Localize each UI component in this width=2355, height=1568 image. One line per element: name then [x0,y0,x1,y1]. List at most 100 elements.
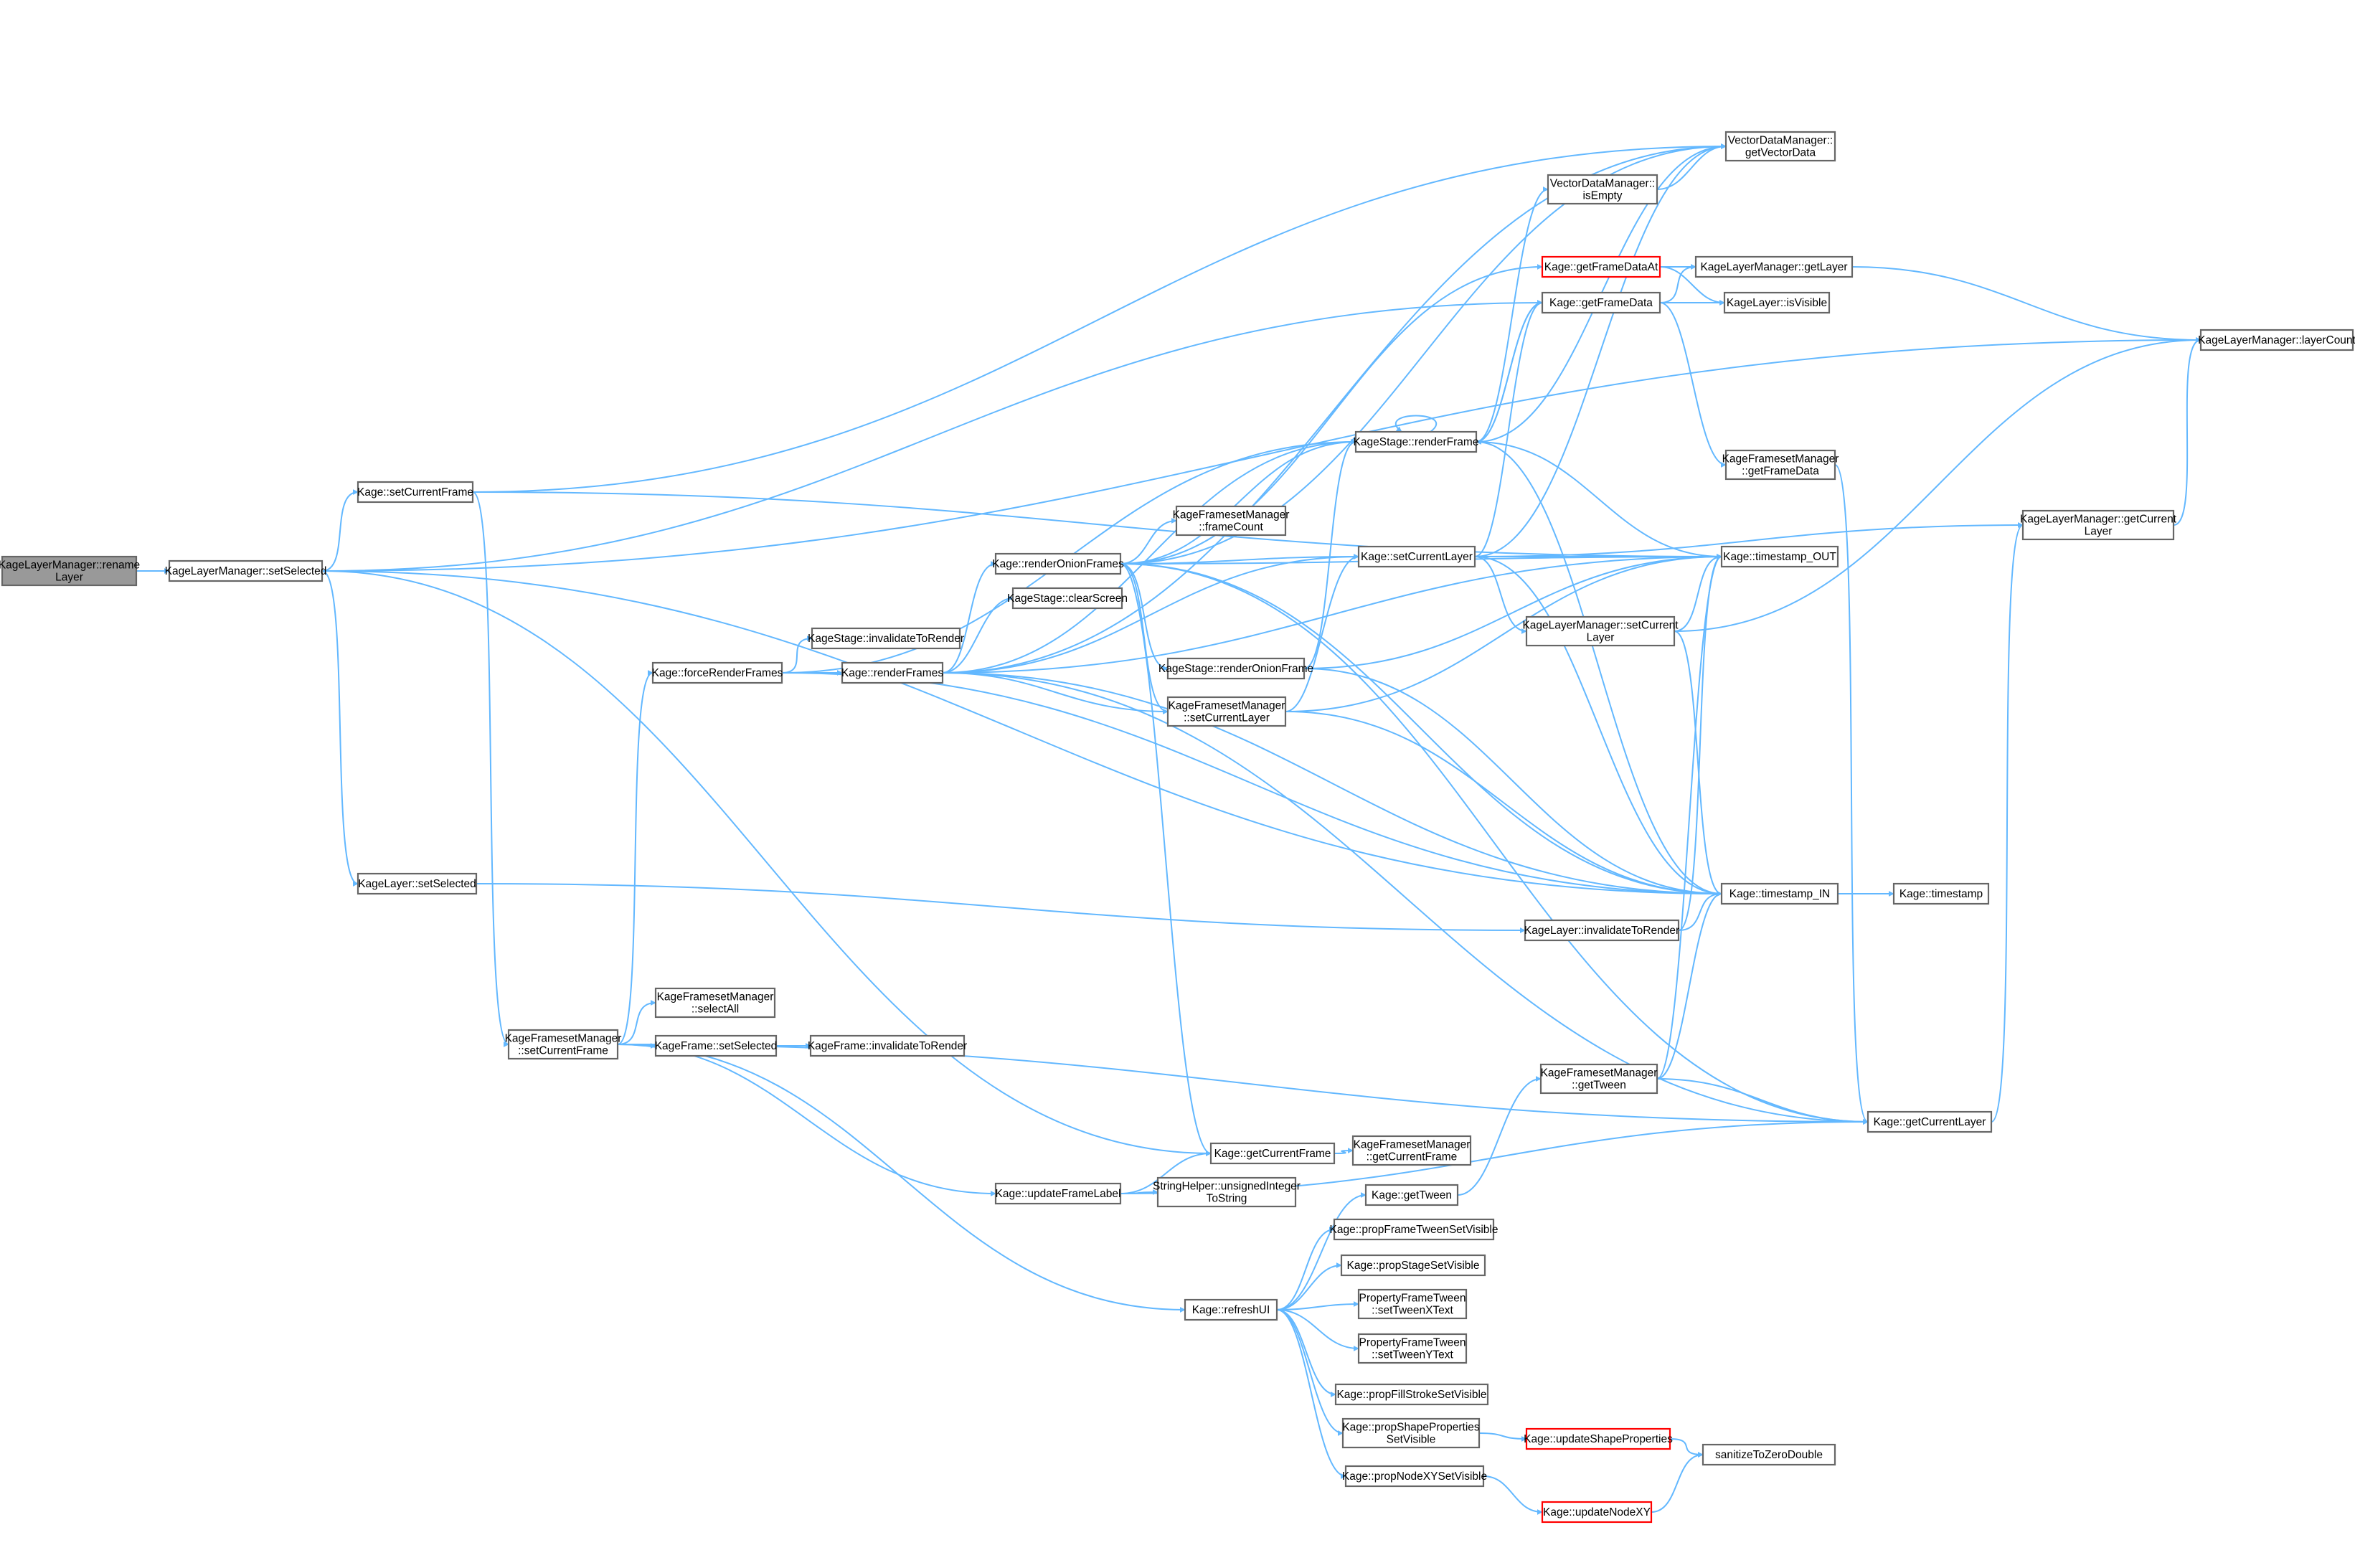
node-frame-set-selected[interactable]: KageFrame::setSelected [654,1034,778,1057]
edge-fsm-set-current-layer-to-timestamp-in [1285,711,1722,897]
node-lm-get-layer[interactable]: KageLayerManager::getLayer [1694,255,1854,278]
node-get-frame-data[interactable]: Kage::getFrameData [1541,291,1661,314]
node-timestamp-in[interactable]: Kage::timestamp_IN [1720,882,1839,905]
node-set-current-frame[interactable]: Kage::setCurrentFrame [357,481,474,504]
node-prop-frame-tween[interactable]: Kage::propFrameTweenSetVisible [1330,1218,1499,1241]
node-clear-screen[interactable]: KageStage::clearScreen [1007,587,1128,610]
edge-k-set-current-layer-to-vdm-get-vector-data [1474,143,1727,557]
node-box [654,1034,778,1057]
node-refresh-ui[interactable]: Kage::refreshUI [1184,1298,1278,1321]
node-box [1539,1063,1658,1095]
edge-refresh-ui-to-set-tween-x [1276,1301,1359,1310]
node-label: Kage::updateNodeXY [1543,1506,1651,1519]
node-k-get-current-layer[interactable]: Kage::getCurrentLayer [1866,1110,1993,1133]
node-box [1209,1142,1336,1165]
edge-set-current-frame-to-vdm-get-vector-data [472,143,1727,493]
node-label: Kage::forceRenderFrames [652,667,783,679]
edge-k-get-current-layer-to-lm-get-current-layer [1991,522,2024,1123]
node-vdm-get-vector-data[interactable]: VectorDataManager::getVectorData [1724,131,1836,162]
node-lm-get-current-layer[interactable]: KageLayerManager::getCurrentLayer [2020,509,2177,541]
node-box [1333,1218,1495,1241]
edge-fsm-get-tween-to-k-get-current-layer [1656,1078,1869,1125]
node-label: ::getCurrentFrame [1367,1151,1458,1163]
node-box [811,627,961,650]
edge-lm-set-selected-to-get-current-frame [321,570,1212,1156]
edge-fsm-get-frame-data-to-k-get-current-layer [1834,464,1869,1125]
node-fsm-get-current-frame[interactable]: KageFramesetManager::getCurrentFrame [1351,1135,1472,1166]
node-box [1541,1501,1653,1524]
node-stage-render-frame[interactable]: KageStage::renderFrame [1354,430,1479,453]
node-label: KageFramesetManager [1541,1067,1658,1080]
edge-lm-set-selected-to-lm-layer-count [321,337,2201,572]
node-set-tween-x[interactable]: PropertyFrameTween::setTweenXText [1357,1288,1468,1320]
node-label: KageFrame::setSelected [655,1040,778,1052]
node-get-frame-data-at[interactable]: Kage::getFrameDataAt [1541,255,1661,278]
edge-fsm-get-tween-to-timestamp-in [1656,891,1722,1080]
node-label: Kage::timestamp_IN [1729,888,1830,900]
node-layer-set-selected[interactable]: KageLayer::setSelected [357,872,478,895]
node-sanitize[interactable]: sanitizeToZeroDouble [1702,1443,1836,1466]
node-update-shape-props[interactable]: Kage::updateShapeProperties [1524,1427,1673,1450]
edge-stage-render-onion-to-stage-render-frame [1303,439,1356,669]
node-prop-fill-stroke[interactable]: Kage::propFillStrokeSetVisible [1334,1383,1489,1406]
node-box [1,555,138,587]
node-fsm-get-frame-data[interactable]: KageFramesetManager::getFrameData [1722,449,1839,481]
node-set-tween-y[interactable]: PropertyFrameTween::setTweenYText [1357,1333,1468,1364]
node-stage-render-onion[interactable]: KageStage::renderOnionFrame [1158,657,1313,680]
node-fsm-set-current-frame[interactable]: KageFramesetManager::setCurrentFrame [505,1029,622,1060]
node-layer-invalidate[interactable]: KageLayer::invalidateToRender [1524,919,1679,942]
node-box [1357,1288,1468,1320]
node-label: sanitizeToZeroDouble [1715,1449,1823,1461]
edge-render-onion-frames-to-k-get-current-layer [1120,563,1869,1125]
node-timestamp[interactable]: Kage::timestamp [1892,882,1990,905]
node-box [2199,329,2354,351]
edge-update-node-xy-to-sanitize [1651,1452,1704,1513]
node-label: Kage::getCurrentFrame [1214,1148,1331,1160]
edge-render-frames-to-timestamp-out [942,554,1722,674]
node-box [1166,657,1306,680]
node-force-render-frames[interactable]: Kage::forceRenderFrames [651,661,783,684]
edge-render-frames-to-stage-render-frame [942,439,1356,674]
edge-force-render-frames-to-timestamp-in [781,672,1722,897]
node-update-node-xy[interactable]: Kage::updateNodeXY [1541,1501,1653,1524]
node-prop-stage[interactable]: Kage::propStageSetVisible [1340,1254,1486,1277]
node-label: ::frameCount [1199,521,1263,534]
edge-k-set-current-layer-to-lm-set-current-layer [1474,556,1527,634]
node-timestamp-out[interactable]: Kage::timestamp_OUT [1720,545,1839,568]
node-lm-set-current-layer[interactable]: KageLayerManager::setCurrentLayer [1522,615,1679,647]
node-get-tween[interactable]: Kage::getTween [1364,1184,1459,1206]
node-k-set-current-layer[interactable]: Kage::setCurrentLayer [1357,545,1476,568]
node-box [651,661,783,684]
node-lm-set-selected[interactable]: KageLayerManager::setSelected [165,559,327,582]
node-label: Layer [55,572,83,584]
node-prop-node-xy[interactable]: Kage::propNodeXYSetVisible [1342,1465,1487,1488]
node-vdm-is-empty[interactable]: VectorDataManager::isEmpty [1547,174,1658,205]
node-label: ToString [1207,1193,1247,1205]
node-box [1541,255,1661,278]
node-fsm-frame-count[interactable]: KageFramesetManager::frameCount [1173,505,1290,537]
node-lm-layer-count[interactable]: KageLayerManager::layerCount [2198,329,2355,351]
node-render-frames[interactable]: Kage::renderFrames [841,661,943,684]
edge-stage-render-onion-to-timestamp-out [1303,554,1722,669]
node-fsm-get-tween[interactable]: KageFramesetManager::getTween [1539,1063,1658,1095]
node-label: isEmpty [1582,190,1622,202]
node-label: KageStage::clearScreen [1007,592,1128,605]
node-label: Kage::timestamp [1899,888,1983,900]
node-label: KageFrame::invalidateToRender [808,1040,967,1052]
node-box [1166,696,1287,727]
node-box [1720,882,1839,905]
node-layer-is-visible[interactable]: KageLayer::isVisible [1723,291,1831,314]
node-fsm-set-current-layer[interactable]: KageFramesetManager::setCurrentLayer [1166,696,1287,727]
edge-get-frame-data-to-lm-get-layer [1659,264,1696,303]
node-fsm-select-all[interactable]: KageFramesetManager::selectAll [654,987,776,1019]
node-stage-invalidate[interactable]: KageStage::invalidateToRender [808,627,964,650]
node-box [1694,255,1854,278]
node-get-current-frame[interactable]: Kage::getCurrentFrame [1209,1142,1336,1165]
node-frame-invalidate[interactable]: KageFrame::invalidateToRender [808,1034,967,1057]
node-update-frame-label[interactable]: Kage::updateFrameLabel [994,1182,1122,1205]
node-render-onion-frames[interactable]: Kage::renderOnionFrames [992,552,1124,575]
node-label: ::getFrameData [1742,466,1819,478]
